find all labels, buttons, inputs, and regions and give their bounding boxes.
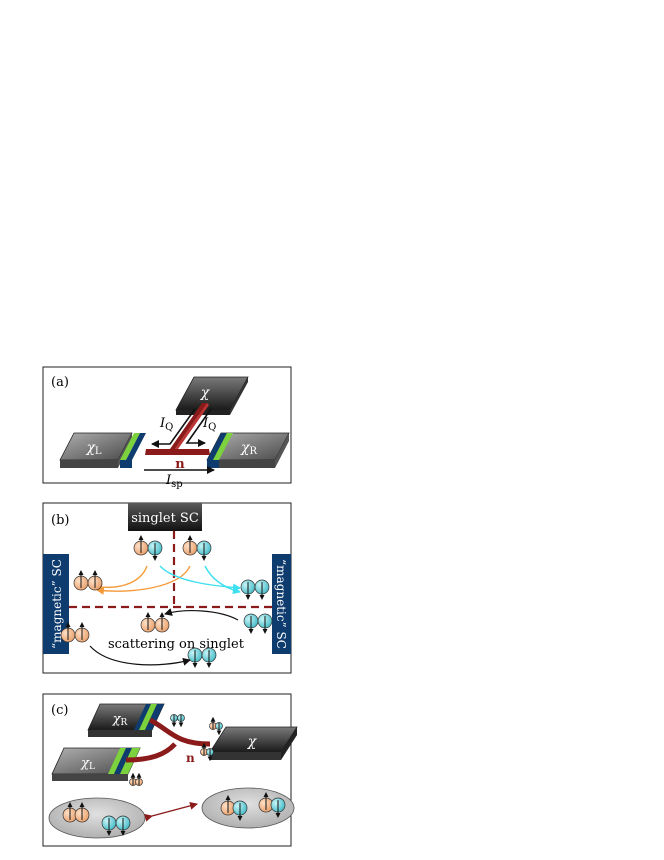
wire-lower <box>125 742 177 763</box>
cyan-arrow-1 <box>159 565 241 592</box>
chi-r-label: χR <box>240 440 257 457</box>
right-pair-ellipse <box>201 787 295 829</box>
top-chi-block: χ <box>175 376 249 415</box>
chi-l-label: χL <box>85 440 101 457</box>
iq-right-arrow <box>185 408 212 447</box>
panel-b-label: (b) <box>51 513 69 528</box>
right-magnetic-sc: “magnetic” SC <box>272 554 291 654</box>
right-magnetic-sc-label: “magnetic” SC <box>274 559 288 649</box>
scatter-arrow-upper <box>164 608 239 621</box>
wire-n-label: n <box>175 457 185 472</box>
normal-wire: n <box>145 403 210 472</box>
panel-a: (a) χ χL χR <box>42 366 292 490</box>
left-chi-block: χL <box>59 432 146 468</box>
electrons <box>60 535 286 836</box>
scattering-caption: scattering on singlet <box>108 637 245 652</box>
current-arrows: IQ IQ Isp <box>144 408 216 490</box>
chi-l-block: χL <box>51 747 141 781</box>
orange-arrow-2 <box>96 565 191 595</box>
singlet-sc-label: singlet SC <box>131 511 199 526</box>
chi-l-label-c: χL <box>80 756 95 772</box>
exchange-arrow <box>144 801 198 822</box>
chi-r-block: χR <box>87 703 165 737</box>
chi-right-label: χ <box>247 734 258 750</box>
right-chi-block: χR <box>206 432 290 468</box>
iq-right-label: IQ <box>202 416 216 433</box>
iq-left-arrow <box>151 408 196 448</box>
left-magnetic-sc: “magnetic” SC <box>43 554 69 654</box>
cyan-arrow-2 <box>204 565 241 595</box>
isp-label: Isp <box>165 473 183 490</box>
top-chi-label: χ <box>200 385 211 401</box>
iq-left-label: IQ <box>159 416 173 433</box>
chi-right-block: χ <box>209 726 298 760</box>
wire-n-label-c: n <box>186 751 195 765</box>
singlet-sc-box: singlet SC <box>128 503 202 531</box>
panel-c-label: (c) <box>51 703 68 718</box>
scatter-arrow-lower <box>89 645 191 666</box>
chi-r-label-c: χR <box>112 712 128 728</box>
panel-a-label: (a) <box>51 375 69 390</box>
left-magnetic-sc-label: “magnetic” SC <box>50 559 64 649</box>
wire-upper <box>148 717 211 747</box>
panel-c: (c) χR χL χ n <box>42 693 298 847</box>
